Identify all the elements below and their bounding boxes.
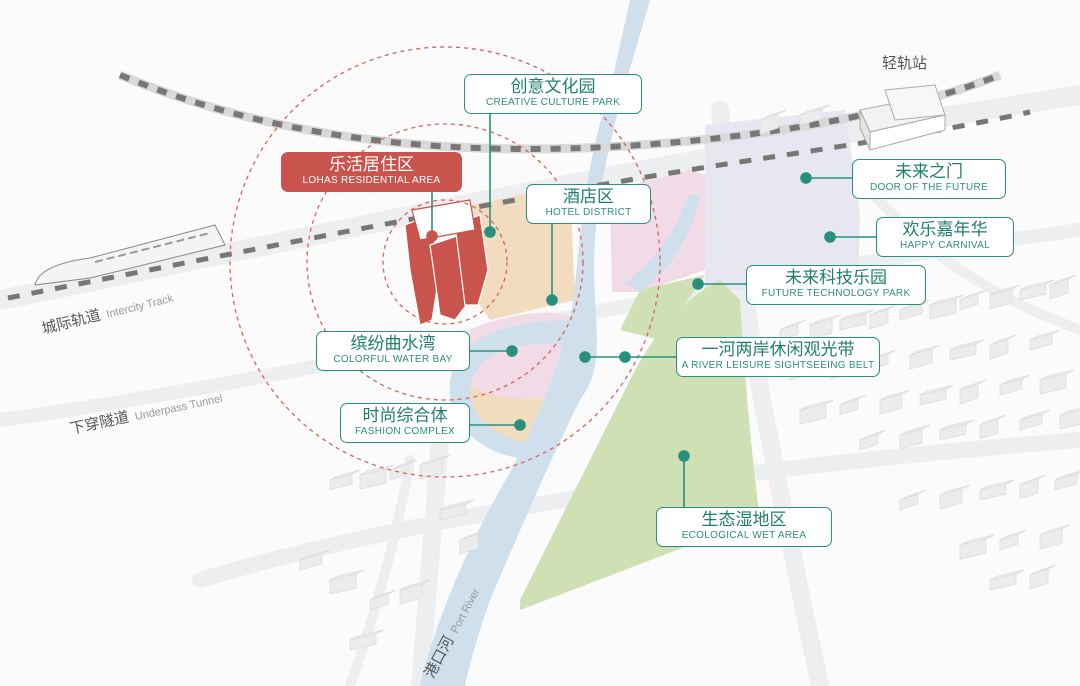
callout-en: HOTEL DISTRICT — [545, 207, 632, 218]
callout-en: FUTURE TECHNOLOGY PARK — [761, 288, 911, 299]
callout-future-technology-park[interactable]: 未来科技乐园 FUTURE TECHNOLOGY PARK — [746, 265, 926, 305]
callout-en: LOHAS RESIDENTIAL AREA — [302, 175, 441, 186]
callout-zh: 时尚综合体 — [362, 406, 448, 426]
callout-happy-carnival[interactable]: 欢乐嘉年华 HAPPY CARNIVAL — [876, 217, 1014, 257]
callout-en: A RIVER LEISURE SIGHTSEEING BELT — [681, 360, 875, 371]
callout-door-of-the-future[interactable]: 未来之门 DOOR OF THE FUTURE — [852, 159, 1006, 199]
callout-zh: 创意文化园 — [510, 77, 596, 97]
intercity-track-line — [7, 109, 1031, 301]
callout-en: COLORFUL WATER BAY — [333, 354, 453, 365]
callout-zh: 乐活居住区 — [329, 155, 414, 175]
zone-green-north — [620, 275, 705, 340]
callout-fashion-complex[interactable]: 时尚综合体 FASHION COMPLEX — [340, 403, 470, 443]
callout-lohas-residential-area[interactable]: 乐活居住区 LOHAS RESIDENTIAL AREA — [281, 152, 462, 192]
callout-zh: 未来科技乐园 — [785, 268, 887, 288]
train-icon — [34, 224, 226, 286]
river-port — [420, 0, 650, 686]
light-rail-station-label-text: 轻轨站 — [882, 54, 928, 72]
light-rail-station-label: 轻轨站 — [882, 52, 927, 73]
callout-zh: 未来之门 — [895, 162, 963, 182]
callout-colorful-water-bay[interactable]: 缤纷曲水湾 COLORFUL WATER BAY — [316, 331, 470, 371]
range-rings — [229, 46, 661, 478]
callout-zh: 生态湿地区 — [701, 510, 787, 530]
leader-lines — [426, 112, 876, 507]
callout-hotel-district[interactable]: 酒店区 HOTEL DISTRICT — [526, 184, 651, 224]
zone-lavender — [705, 110, 860, 290]
callout-zh: 缤纷曲水湾 — [350, 334, 436, 354]
callout-zh: 酒店区 — [563, 187, 614, 207]
callout-creative-culture-park[interactable]: 创意文化园 CREATIVE CULTURE PARK — [464, 74, 642, 114]
lohas-buildings-icon — [404, 199, 489, 326]
callout-zh: 欢乐嘉年华 — [902, 220, 988, 240]
callout-en: HAPPY CARNIVAL — [900, 240, 990, 251]
river-branch — [625, 195, 700, 292]
background-buildings — [299, 104, 1080, 651]
light-rail-station-icon — [859, 84, 946, 151]
railway-dashes — [118, 72, 1002, 152]
callout-ecological-wet-area[interactable]: 生态湿地区 ECOLOGICAL WET AREA — [656, 507, 832, 547]
callout-en: DOOR OF THE FUTURE — [870, 182, 988, 193]
callout-en: ECOLOGICAL WET AREA — [681, 530, 807, 541]
callout-zh: 一河两岸休闲观光带 — [701, 340, 855, 360]
callout-river-leisure-sightseeing-belt[interactable]: 一河两岸休闲观光带 A RIVER LEISURE SIGHTSEEING BE… — [676, 337, 880, 377]
callout-en: CREATIVE CULTURE PARK — [485, 97, 621, 108]
callout-en: FASHION COMPLEX — [354, 426, 456, 437]
